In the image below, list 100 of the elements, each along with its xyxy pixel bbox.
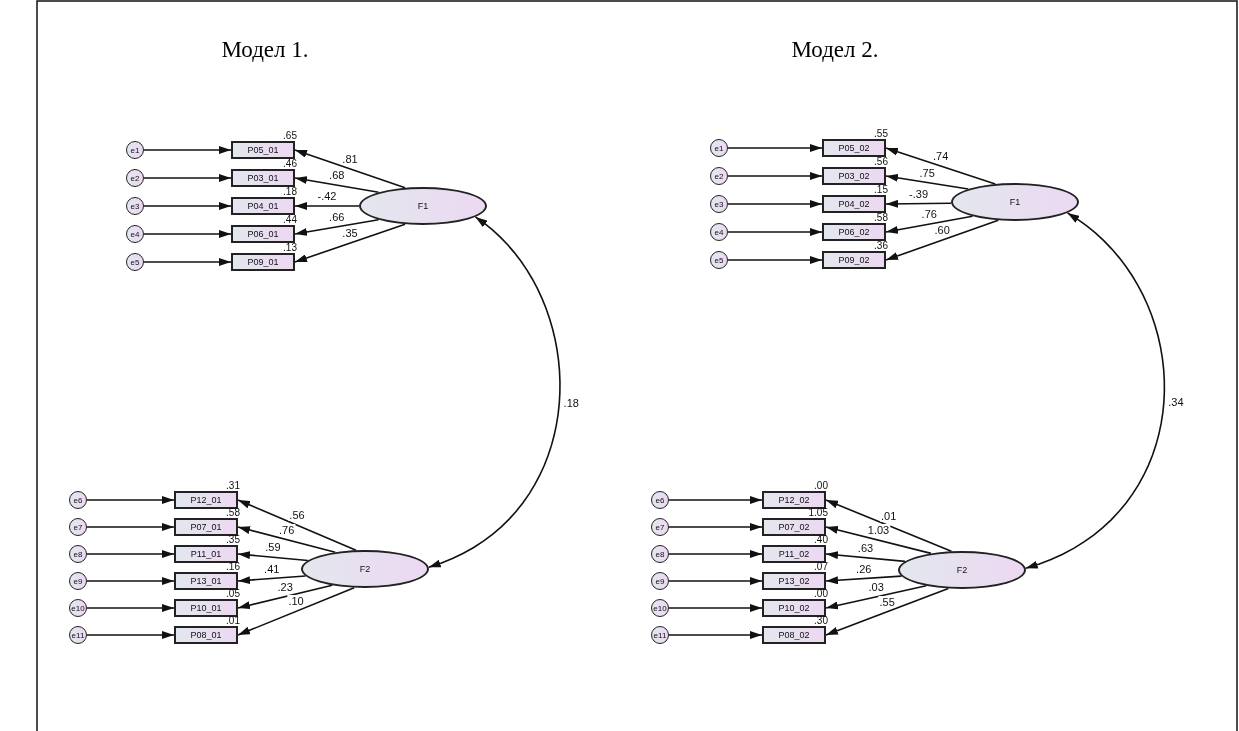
arrow xyxy=(143,146,232,154)
variable-box: P04_01 xyxy=(231,197,295,215)
arrow xyxy=(294,149,406,189)
value-label: .56 xyxy=(874,157,888,167)
variable-box: P03_02 xyxy=(822,167,886,185)
edge-label: .74 xyxy=(931,149,950,162)
variable-box: P03_01 xyxy=(231,169,295,187)
arrow xyxy=(86,604,175,612)
edge-label: .56 xyxy=(288,509,306,522)
arrow xyxy=(237,575,307,585)
variable-box: P10_01 xyxy=(174,599,238,617)
value-label: .44 xyxy=(283,215,297,225)
arrow xyxy=(727,256,823,264)
variable-box: P09_01 xyxy=(231,253,295,271)
arrow xyxy=(86,631,175,639)
variable-box: P10_02 xyxy=(762,599,826,617)
arrow xyxy=(237,586,355,636)
arrow xyxy=(294,223,406,263)
error-circle: e8 xyxy=(651,545,669,563)
value-label: .18 xyxy=(283,187,297,197)
latent-ellipse: F2 xyxy=(898,551,1026,589)
error-circle: e5 xyxy=(126,253,144,271)
arrow xyxy=(825,551,906,563)
arrow xyxy=(885,147,997,185)
error-circle: e4 xyxy=(710,223,728,241)
value-label: .58 xyxy=(874,213,888,223)
value-label: .65 xyxy=(283,131,297,141)
value-label: .00 xyxy=(814,481,828,491)
arrow xyxy=(727,228,823,236)
error-circle: e9 xyxy=(69,572,87,590)
value-label: .16 xyxy=(226,562,240,572)
value-label: .31 xyxy=(226,481,240,491)
arrow xyxy=(885,173,970,190)
arrow xyxy=(294,176,380,194)
variable-box: P08_01 xyxy=(174,626,238,644)
error-circle: e2 xyxy=(710,167,728,185)
variable-box: P04_02 xyxy=(822,195,886,213)
variable-box: P05_01 xyxy=(231,141,295,159)
error-circle: e2 xyxy=(126,169,144,187)
edge-label: .18 xyxy=(562,397,580,410)
variable-box: P13_01 xyxy=(174,572,238,590)
edge-label: .41 xyxy=(263,562,281,575)
variable-box: P13_02 xyxy=(762,572,826,590)
arrow xyxy=(727,200,823,208)
value-label: .05 xyxy=(226,589,240,599)
latent-ellipse: F2 xyxy=(301,550,429,588)
arrow xyxy=(86,523,175,531)
variable-box: P11_01 xyxy=(174,545,238,563)
arrow xyxy=(885,215,974,234)
variable-box: P08_02 xyxy=(762,626,826,644)
value-label: .13 xyxy=(283,243,297,253)
edge-label: 1.03 xyxy=(866,524,891,537)
arrow xyxy=(885,219,1000,261)
edge-label: .55 xyxy=(878,595,896,608)
arrow xyxy=(237,551,309,562)
value-label: .00 xyxy=(814,589,828,599)
variable-box: P09_02 xyxy=(822,251,886,269)
value-label: .30 xyxy=(814,616,828,626)
arrow xyxy=(668,550,763,558)
value-label: .15 xyxy=(874,185,888,195)
error-circle: e4 xyxy=(126,225,144,243)
error-circle: e10 xyxy=(69,599,87,617)
variable-box: P07_02 xyxy=(762,518,826,536)
error-circle: e3 xyxy=(126,197,144,215)
value-label: .46 xyxy=(283,159,297,169)
latent-ellipse: F1 xyxy=(359,187,487,225)
arrow xyxy=(427,216,561,569)
value-label: .40 xyxy=(814,535,828,545)
error-circle: e1 xyxy=(126,141,144,159)
arrow xyxy=(143,202,232,210)
value-label: .07 xyxy=(814,562,828,572)
edge-label: .10 xyxy=(287,595,305,608)
error-circle: e7 xyxy=(651,518,669,536)
variable-box: P07_01 xyxy=(174,518,238,536)
error-circle: e3 xyxy=(710,195,728,213)
arrow xyxy=(668,604,763,612)
edge-label: .26 xyxy=(855,562,873,575)
arrow xyxy=(86,577,175,585)
error-circle: e6 xyxy=(69,491,87,509)
arrow xyxy=(86,550,175,558)
arrow xyxy=(294,218,380,236)
arrow xyxy=(668,631,763,639)
arrow xyxy=(294,202,360,210)
arrow xyxy=(143,230,232,238)
arrow xyxy=(668,523,763,531)
value-label: .55 xyxy=(874,129,888,139)
latent-ellipse: F1 xyxy=(951,183,1079,221)
variable-box: P12_02 xyxy=(762,491,826,509)
error-circle: e11 xyxy=(69,626,87,644)
model-title: Модел 2. xyxy=(791,37,879,63)
error-circle: e11 xyxy=(651,626,669,644)
error-circle: e6 xyxy=(651,491,669,509)
variable-box: P05_02 xyxy=(822,139,886,157)
arrow xyxy=(86,496,175,504)
edge-label: .76 xyxy=(920,208,938,221)
arrow xyxy=(143,258,232,266)
edge-label: -.42 xyxy=(316,190,338,202)
arrow xyxy=(825,587,950,636)
edge-label: .23 xyxy=(276,580,294,593)
variable-box: P12_01 xyxy=(174,491,238,509)
